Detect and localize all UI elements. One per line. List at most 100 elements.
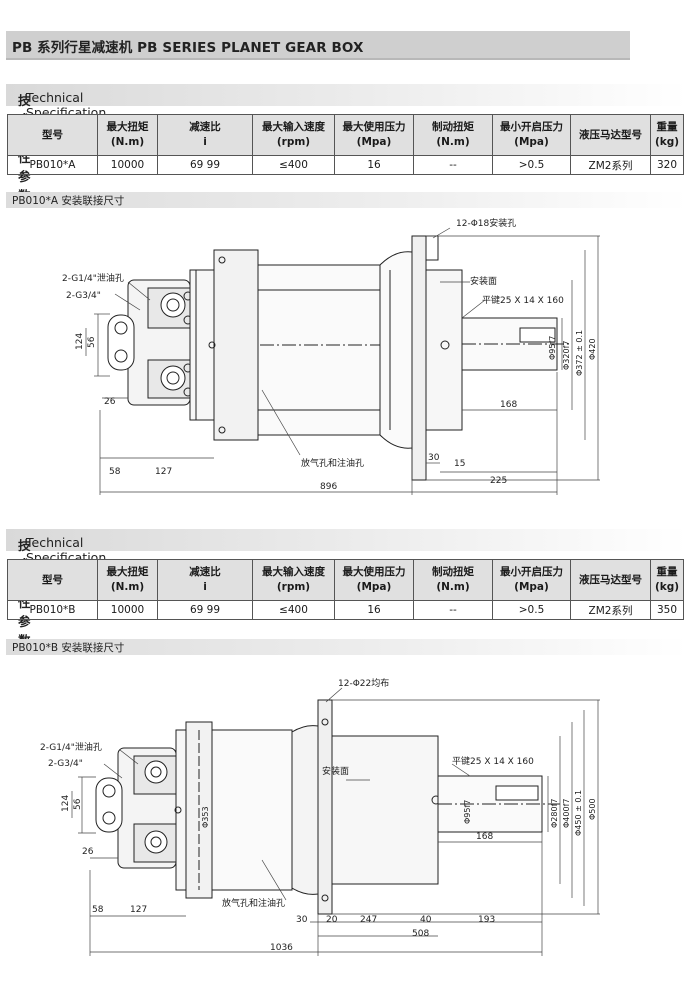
header-weight: 重量(kg) xyxy=(650,559,684,601)
header-weight: 重量(kg) xyxy=(650,114,684,156)
dim-phi500: Φ500 xyxy=(588,798,597,820)
dim-phi320: Φ320f7 xyxy=(562,341,571,370)
header-model: 型号 xyxy=(7,114,98,156)
spec-section-header-b: 技术特性参数Technical Specification xyxy=(6,529,688,648)
gearbox-body xyxy=(211,729,293,891)
cell-model: PB010*A xyxy=(7,155,98,175)
mount-flange xyxy=(317,699,333,915)
label-mount-face: 安装面 xyxy=(470,275,497,287)
cell-ratio: 69 99 xyxy=(157,600,253,620)
header-min-open-pressure: 最小开启压力(Mpa) xyxy=(492,559,571,601)
drawing-a: 12-Φ18安装孔 安装面 平键25 X 14 X 160 2-G1/4"泄油孔… xyxy=(62,217,600,495)
cell-max-input-speed: ≤400 xyxy=(252,155,335,175)
dim-896: 896 xyxy=(320,482,337,492)
cell-min-open-pressure: >0.5 xyxy=(492,155,571,175)
dim-247: 247 xyxy=(360,915,377,925)
label-drain: 2-G1/4"泄油孔 xyxy=(40,741,102,753)
dim-58: 58 xyxy=(109,467,121,477)
page-title-bar: PB 系列行星减速机 PB SERIES PLANET GEAR BOX xyxy=(6,31,630,60)
dim-phi95: Φ95f7 xyxy=(548,336,557,360)
dim-124: 124 xyxy=(75,333,85,350)
label-holes: 12-Φ22均布 xyxy=(338,677,389,689)
label-vent: 放气孔和注油孔 xyxy=(301,457,364,469)
spec-section-header-a: 技术特性参数Technical Specification xyxy=(6,84,688,203)
header-motor-model: 液压马达型号 xyxy=(570,559,651,601)
dim-phi95: Φ95f7 xyxy=(463,800,472,824)
dim-124: 124 xyxy=(61,795,71,812)
mount-flange xyxy=(411,235,427,481)
dim-30: 30 xyxy=(428,453,440,463)
dim-phi353: Φ353 xyxy=(201,806,210,828)
header-max-input-speed: 最大输入速度(rpm) xyxy=(252,114,335,156)
cell-ratio: 69 99 xyxy=(157,155,253,175)
header-brake-torque: 制动扭矩(N.m) xyxy=(413,114,493,156)
drawing-caption-bar-a: PB010*A 安装联接尺寸 xyxy=(6,192,688,208)
dim-phi280: Φ280f7 xyxy=(550,799,559,828)
cell-weight: 350 xyxy=(650,600,684,620)
cell-brake-torque: -- xyxy=(413,155,493,175)
cell-min-open-pressure: >0.5 xyxy=(492,600,571,620)
flange-left xyxy=(213,249,259,441)
cell-max-pressure: 16 xyxy=(334,155,414,175)
dim-56: 56 xyxy=(73,798,83,810)
header-max-pressure: 最大使用压力(Mpa) xyxy=(334,114,414,156)
drawing-b: 12-Φ22均布 安装面 平键25 X 14 X 160 2-G1/4"泄油孔 … xyxy=(40,677,600,956)
cell-max-input-speed: ≤400 xyxy=(252,600,335,620)
gearbox-body xyxy=(257,251,413,449)
dim-15: 15 xyxy=(454,459,465,469)
page-title: PB 系列行星减速机 PB SERIES PLANET GEAR BOX xyxy=(12,40,364,56)
header-max-pressure: 最大使用压力(Mpa) xyxy=(334,559,414,601)
dim-20: 20 xyxy=(326,915,338,925)
dim-26: 26 xyxy=(82,847,94,857)
label-port: 2-G3/4" xyxy=(48,759,83,769)
header-brake-torque: 制动扭矩(N.m) xyxy=(413,559,493,601)
label-vent: 放气孔和注油孔 xyxy=(222,897,285,909)
label-drain: 2-G1/4"泄油孔 xyxy=(62,272,124,284)
dim-56: 56 xyxy=(87,336,97,348)
label-mount-face: 安装面 xyxy=(322,765,349,777)
dim-508: 508 xyxy=(412,929,429,939)
dim-phi420: Φ420 xyxy=(588,338,597,360)
cell-max-torque: 10000 xyxy=(97,155,158,175)
cell-model: PB010*B xyxy=(7,600,98,620)
dim-40: 40 xyxy=(420,915,432,925)
dim-58: 58 xyxy=(92,905,104,915)
cell-max-torque: 10000 xyxy=(97,600,158,620)
port-block xyxy=(95,777,123,833)
table-row: PB010*A 10000 69 99 ≤400 16 -- >0.5 ZM2系… xyxy=(7,155,684,175)
header-max-input-speed: 最大输入速度(rpm) xyxy=(252,559,335,601)
dim-193: 193 xyxy=(478,915,495,925)
cell-motor-model: ZM2系列 xyxy=(570,600,651,620)
dim-168: 168 xyxy=(476,832,493,842)
cell-max-pressure: 16 xyxy=(334,600,414,620)
dim-225: 225 xyxy=(490,476,507,486)
drawing-caption-a: PB010*A 安装联接尺寸 xyxy=(12,195,125,207)
dim-phi450: Φ450 ± 0.1 xyxy=(574,790,583,836)
cell-weight: 320 xyxy=(650,155,684,175)
drawing-caption-b: PB010*B 安装联接尺寸 xyxy=(12,642,125,654)
label-key: 平键25 X 14 X 160 xyxy=(482,294,564,306)
port-block xyxy=(107,314,135,371)
dim-26: 26 xyxy=(104,397,116,407)
dim-168: 168 xyxy=(500,400,517,410)
dim-30: 30 xyxy=(296,915,308,925)
table-row: PB010*B 10000 69 99 ≤400 16 -- >0.5 ZM2系… xyxy=(7,600,684,620)
dim-phi400: Φ400f7 xyxy=(562,799,571,828)
cell-brake-torque: -- xyxy=(413,600,493,620)
dim-1036: 1036 xyxy=(270,943,293,953)
header-max-torque: 最大扭矩(N.m) xyxy=(97,559,158,601)
header-motor-model: 液压马达型号 xyxy=(570,114,651,156)
label-port: 2-G3/4" xyxy=(66,291,101,301)
dim-phi372: Φ372 ± 0.1 xyxy=(575,330,584,376)
label-holes: 12-Φ18安装孔 xyxy=(456,217,516,229)
dim-127: 127 xyxy=(155,467,172,477)
drawing-caption-bar-b: PB010*B 安装联接尺寸 xyxy=(6,639,688,655)
cell-motor-model: ZM2系列 xyxy=(570,155,651,175)
header-model: 型号 xyxy=(7,559,98,601)
